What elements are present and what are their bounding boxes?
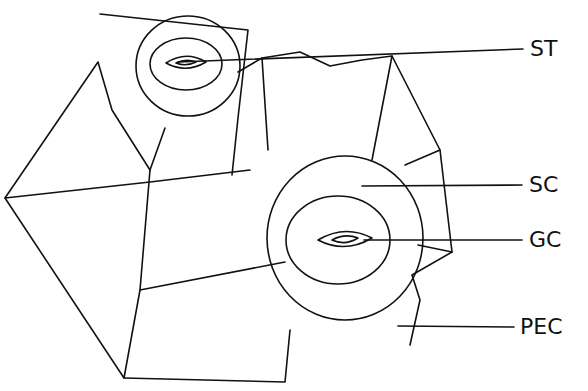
part-label: SC — [529, 174, 558, 196]
subsidiary-cell — [267, 156, 423, 320]
epidermal-cell — [238, 52, 452, 345]
leader-line — [398, 326, 514, 327]
cell-wall — [5, 170, 250, 198]
epidermal-cell — [100, 14, 248, 175]
cell-wall — [150, 128, 165, 170]
subsidiary-cell — [136, 16, 240, 116]
part-label: GC — [529, 229, 561, 251]
part-label: ST — [530, 38, 557, 60]
leader-line — [364, 239, 522, 241]
leader-line — [362, 185, 522, 186]
cell-wall — [405, 150, 440, 165]
cell-wall — [140, 262, 285, 290]
guard-cell — [150, 38, 222, 90]
cell-wall — [262, 58, 268, 150]
cell-wall — [372, 56, 392, 160]
part-label: PEC — [520, 316, 563, 338]
stomatal-pore — [318, 231, 372, 246]
epidermal-cell — [5, 62, 150, 378]
leader-line — [178, 49, 523, 62]
cell-wall — [124, 330, 290, 382]
stomatal-pore — [332, 236, 358, 243]
